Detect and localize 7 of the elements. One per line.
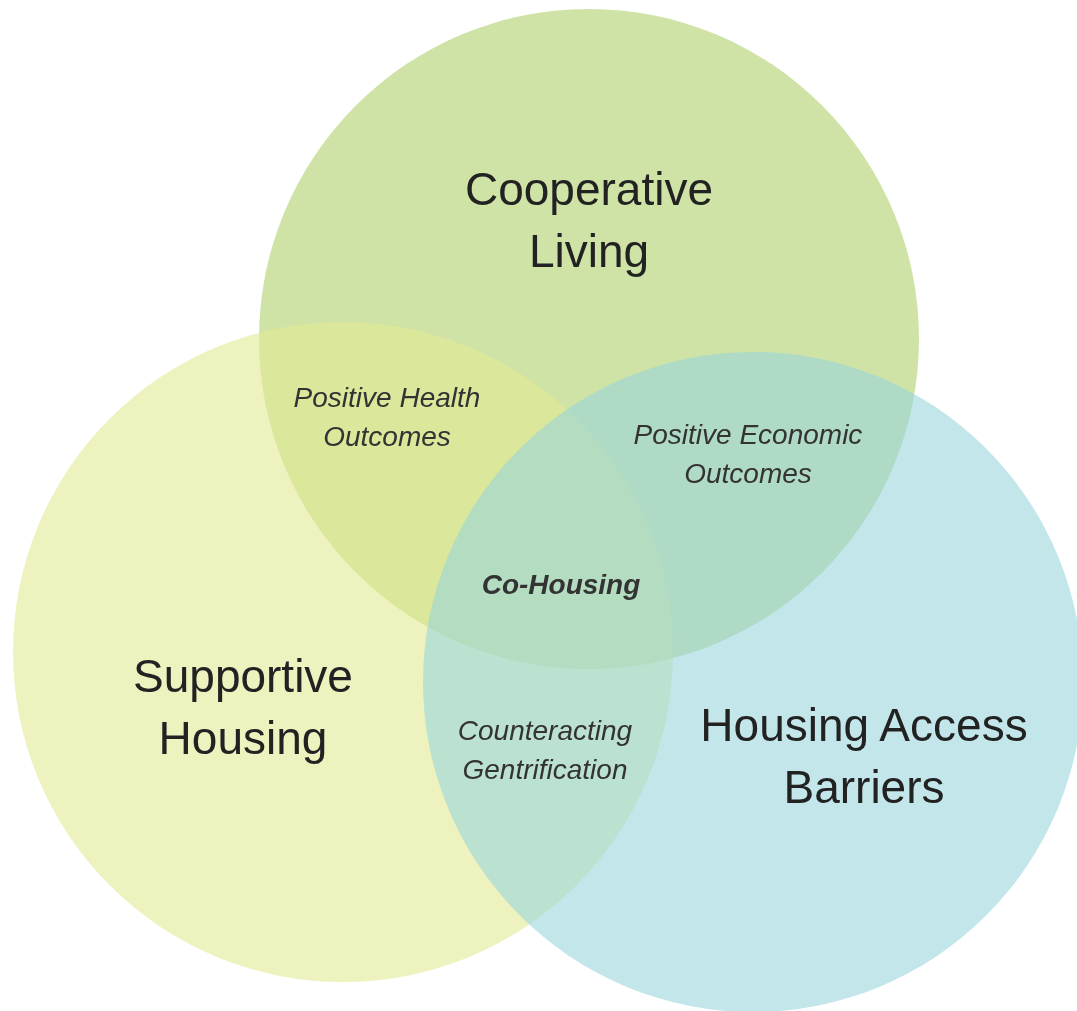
overlap-label: Counteracting Gentrification bbox=[456, 714, 634, 787]
circle-title: Cooperative Living bbox=[463, 162, 714, 279]
overlap-label: Co-Housing bbox=[480, 568, 642, 602]
circle-title: Supportive Housing bbox=[132, 649, 354, 766]
overlap-label: Positive Economic Outcomes bbox=[632, 418, 864, 491]
circle-title: Housing Access Barriers bbox=[699, 698, 1029, 815]
overlap-label: Positive Health Outcomes bbox=[292, 381, 482, 454]
